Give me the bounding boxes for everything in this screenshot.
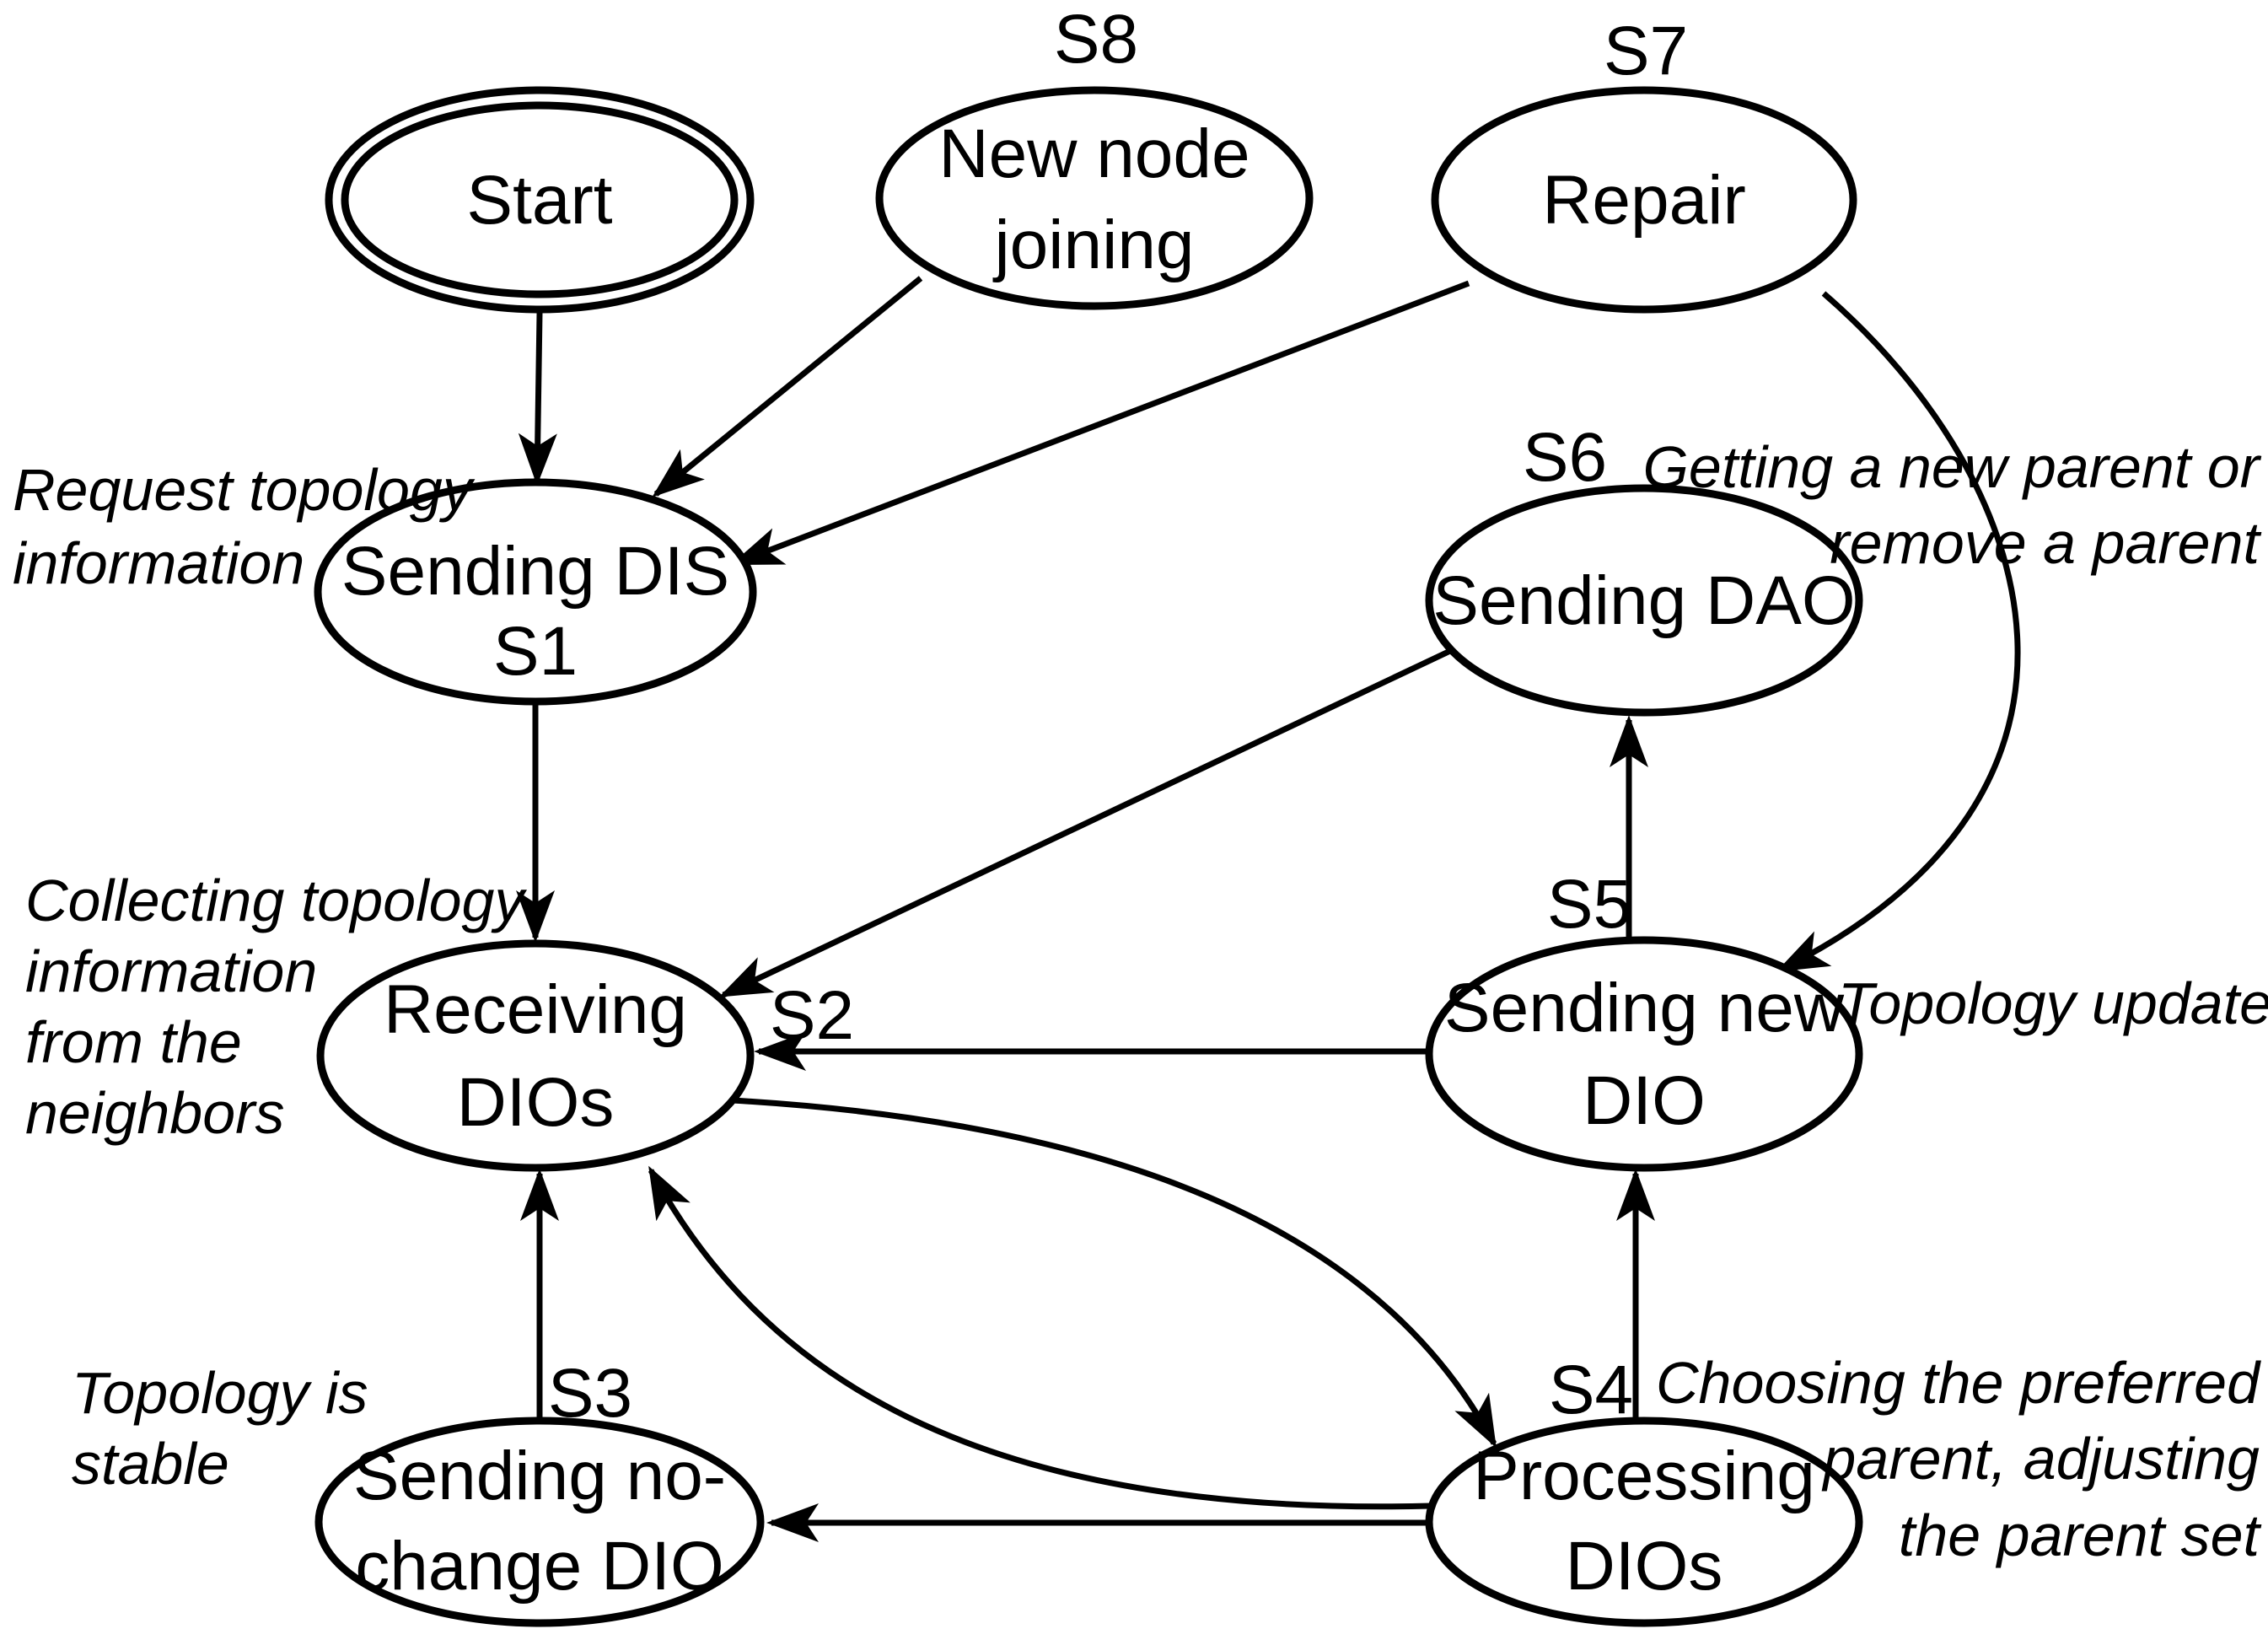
s6-node-label: Sending DAO	[1432, 562, 1855, 639]
arrow-s7-to-s5-topology-update	[1776, 291, 2021, 973]
edges	[516, 276, 2021, 1542]
s6-node-ellipse	[1425, 484, 1863, 717]
s5-node-label-line1: Sending new	[1444, 970, 1845, 1046]
s4-node-label-line2: DIOs	[1566, 1528, 1723, 1605]
s8-node-label-line2: joining	[992, 207, 1194, 283]
annotation-choosing-parent-line1: Choosing the preferred	[1656, 1350, 2261, 1416]
arrow-s2-to-s4	[731, 1097, 1497, 1449]
s3-node-label-line1: Sending no-	[353, 1438, 726, 1514]
arrow-s6-to-s2	[718, 648, 1452, 998]
s7-node-label: Repair	[1542, 162, 1746, 239]
node-s6-sending-dao: S6 Sending DAO	[1425, 419, 1863, 717]
annotation-request-topology-line2: information	[13, 530, 304, 596]
state-id-s8: S8	[1054, 1, 1138, 78]
state-id-s1: S1	[493, 613, 578, 690]
s2-node-label-line2: DIOs	[457, 1064, 615, 1141]
s4-node-label-line1: Processing	[1473, 1438, 1815, 1514]
node-s3-sending-no-change-dio: S3 Sending no- change DIO	[314, 1355, 765, 1627]
state-id-s6: S6	[1523, 419, 1607, 496]
node-start: Start	[325, 86, 755, 314]
start-node-inner-ellipse	[341, 101, 739, 298]
start-node-label: Start	[466, 162, 612, 239]
annotation-getting-parent-line1: Getting a new parent or	[1642, 434, 2261, 500]
annotation-collecting-topology-line4: neighbors	[25, 1080, 284, 1146]
annotation-topology-stable-line1: Topology is	[72, 1360, 368, 1426]
s4-node-ellipse	[1425, 1417, 1863, 1627]
node-s2-receiving-dios: S2 Receiving DIOs	[316, 939, 854, 1172]
annotation-collecting-topology-line3: from the	[25, 1009, 242, 1075]
annotation-collecting-topology-line1: Collecting topology	[25, 868, 527, 933]
s5-node-label-line2: DIO	[1583, 1062, 1706, 1139]
s2-node-ellipse	[316, 939, 755, 1172]
node-s5-sending-new-dio: S5 Sending new DIO	[1425, 866, 1863, 1172]
s3-node-label-line2: change DIO	[355, 1528, 724, 1605]
node-s1-sending-dis: Sending DIS S1	[314, 478, 757, 706]
annotation-topology-stable-line2: stable	[72, 1431, 229, 1497]
arrow-s4-to-s2	[648, 1165, 1432, 1510]
annotation-topology-update: Topology update	[1838, 970, 2268, 1036]
s8-node-label-line1: New node	[938, 116, 1250, 192]
arrow-s8-to-s1	[652, 276, 923, 497]
node-s8-new-node-joining: S8 New node joining	[875, 1, 1314, 310]
node-s7-repair: S7 Repair	[1431, 13, 1857, 314]
state-id-s2: S2	[770, 977, 854, 1054]
start-node-outer-ellipse	[325, 86, 755, 314]
annotation-getting-parent-line2: remove a parent	[1830, 510, 2261, 576]
s1-node-ellipse	[314, 478, 757, 706]
s1-node-label: Sending DIS	[341, 533, 729, 610]
state-id-s5: S5	[1547, 866, 1631, 943]
s2-node-label-line1: Receiving	[384, 971, 687, 1048]
node-s4-processing-dios: S4 Processing DIOs	[1425, 1352, 1863, 1627]
arrow-s7-to-s1	[730, 280, 1470, 567]
state-id-s4: S4	[1549, 1352, 1633, 1428]
annotation-choosing-parent-line2: parent, adjusting	[1821, 1426, 2260, 1492]
s3-node-ellipse	[314, 1417, 765, 1627]
s7-node-ellipse	[1431, 86, 1857, 314]
s8-node-ellipse	[875, 86, 1314, 310]
annotation-collecting-topology-line2: information	[25, 938, 317, 1004]
state-id-s7: S7	[1604, 13, 1688, 89]
annotation-request-topology-line1: Request topology	[13, 457, 476, 523]
s5-node-ellipse	[1425, 936, 1863, 1172]
arrow-start-to-s1	[518, 312, 557, 486]
annotations: Request topology information Collecting …	[13, 434, 2268, 1568]
annotation-choosing-parent-line3: the parent set	[1899, 1503, 2262, 1568]
